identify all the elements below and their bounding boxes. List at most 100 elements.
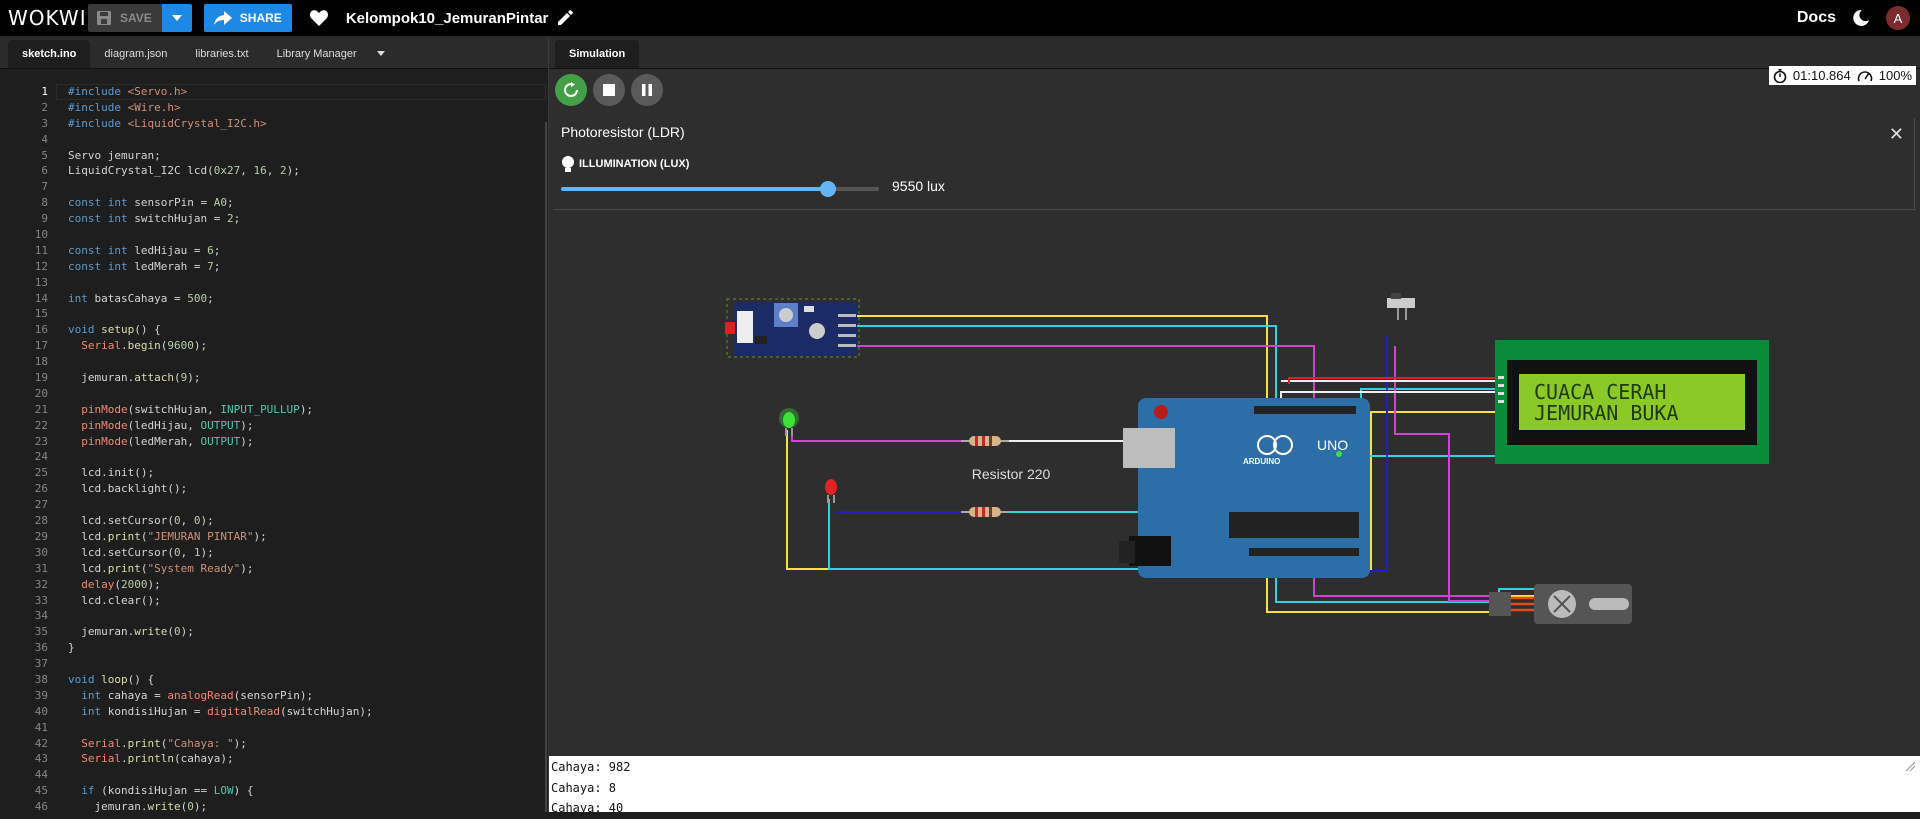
stop-button[interactable] — [593, 74, 625, 106]
code-line[interactable]: 19 jemuran.attach(9); — [0, 370, 548, 386]
code-line[interactable]: 28 lcd.setCursor(0, 0); — [0, 513, 548, 529]
dark-mode-icon[interactable] — [1852, 9, 1870, 27]
code-line[interactable]: 10 — [0, 227, 548, 243]
code-line[interactable]: 1#include <Servo.h> — [0, 84, 548, 100]
code-line[interactable]: 3#include <LiquidCrystal_I2C.h> — [0, 116, 548, 132]
line-number: 23 — [34, 434, 48, 448]
line-number: 1 — [41, 85, 48, 98]
save-options-button[interactable] — [161, 4, 192, 32]
speed-value: 100% — [1878, 68, 1912, 83]
code-line[interactable]: 2#include <Wire.h> — [0, 100, 548, 116]
tabs-menu-button[interactable] — [371, 40, 391, 68]
code-line[interactable]: 31 lcd.print("System Ready"); — [0, 561, 548, 577]
code-line[interactable]: 32 delay(2000); — [0, 577, 548, 593]
code-line[interactable]: 36} — [0, 640, 548, 656]
resize-handle-icon[interactable] — [1904, 760, 1916, 772]
code-line[interactable]: 33 lcd.clear(); — [0, 593, 548, 609]
code-line[interactable]: 4 — [0, 132, 548, 148]
share-button[interactable]: SHARE — [203, 4, 292, 32]
simulation-tabs: Simulation — [549, 36, 1920, 69]
tab-libraries-txt[interactable]: libraries.txt — [195, 48, 249, 60]
line-number: 16 — [34, 323, 48, 337]
code-line[interactable]: 23 pinMode(ledMerah, OUTPUT); — [0, 434, 548, 450]
slider-thumb[interactable] — [820, 181, 837, 197]
code-line[interactable]: 15 — [0, 306, 548, 322]
line-number: 18 — [34, 355, 48, 369]
code-line[interactable]: 30 lcd.setCursor(0, 1); — [0, 545, 548, 561]
code-line[interactable]: 7 — [0, 179, 548, 195]
panel-divider[interactable] — [548, 36, 549, 812]
pause-button[interactable] — [631, 74, 663, 106]
like-button[interactable] — [308, 7, 330, 29]
tab-diagram-json[interactable]: diagram.json — [104, 48, 168, 60]
code-line[interactable]: 26 lcd.backlight(); — [0, 481, 548, 497]
line-text: jemuran.write(0); — [68, 625, 194, 639]
code-line[interactable]: 39 int cahaya = analogRead(sensorPin); — [0, 688, 548, 704]
code-line[interactable]: 22 pinMode(ledHijau, OUTPUT); — [0, 418, 548, 434]
circuit-canvas[interactable]: Resistor 220 UNO ARDUINO — [549, 36, 1920, 756]
line-text: const int ledHijau = 6; — [68, 243, 221, 257]
illumination-slider[interactable] — [561, 181, 879, 197]
line-text: jemuran.write(0); — [68, 800, 208, 814]
stopwatch-icon — [1773, 68, 1787, 83]
code-line[interactable]: 17 Serial.begin(9600); — [0, 338, 548, 354]
avatar[interactable]: A — [1886, 6, 1910, 30]
line-text: lcd.setCursor(0, 0); — [68, 514, 214, 528]
code-line[interactable]: 29 lcd.print("JEMURAN PINTAR"); — [0, 529, 548, 545]
led-red[interactable] — [825, 479, 837, 503]
code-line[interactable]: 24 — [0, 449, 548, 465]
code-line[interactable]: 42 Serial.print("Cahaya: "); — [0, 736, 548, 752]
tab-library-manager[interactable]: Library Manager — [276, 48, 357, 60]
resistor-2[interactable] — [961, 507, 1009, 517]
code-line[interactable]: 34 — [0, 608, 548, 624]
wokwi-logo[interactable]: WOKWI — [8, 6, 87, 30]
serial-monitor[interactable]: Cahaya: 982 Cahaya: 8 Cahaya: 40 — [549, 756, 1920, 815]
arduino-uno[interactable]: UNO ARDUINO — [1119, 398, 1370, 578]
code-line[interactable]: 25 lcd.init(); — [0, 465, 548, 481]
code-line[interactable]: 46 jemuran.write(0); — [0, 799, 548, 815]
code-line[interactable]: 13 — [0, 275, 548, 291]
save-button[interactable]: SAVE — [88, 4, 162, 32]
tab-sketch-ino[interactable]: sketch.ino — [8, 40, 91, 68]
code-area[interactable]: 1#include <Servo.h>2#include <Wire.h>3#i… — [0, 84, 548, 815]
project-title[interactable]: Kelompok10_JemuranPintar — [345, 9, 549, 27]
close-icon[interactable]: ✕ — [1888, 124, 1904, 144]
code-line[interactable]: 43 Serial.println(cahaya); — [0, 751, 548, 767]
editor-tabs: sketch.ino diagram.json libraries.txt Li… — [0, 36, 548, 69]
code-line[interactable]: 21 pinMode(switchHujan, INPUT_PULLUP); — [0, 402, 548, 418]
docs-link[interactable]: Docs — [1796, 9, 1836, 26]
tab-simulation[interactable]: Simulation — [555, 40, 640, 68]
code-line[interactable]: 35 jemuran.write(0); — [0, 624, 548, 640]
restart-button[interactable] — [555, 74, 587, 106]
code-line[interactable]: 41 — [0, 720, 548, 736]
servo-motor[interactable] — [1489, 584, 1632, 624]
editor-scrollbar[interactable] — [545, 122, 547, 812]
led-green[interactable] — [779, 408, 799, 436]
line-text — [48, 227, 68, 243]
pencil-icon[interactable] — [556, 9, 574, 27]
line-text: } — [68, 641, 75, 655]
code-line[interactable]: 45 if (kondisiHujan == LOW) { — [0, 783, 548, 799]
code-line[interactable]: 37 — [0, 656, 548, 672]
line-number: 20 — [34, 386, 48, 400]
code-line[interactable]: 44 — [0, 767, 548, 783]
code-line[interactable]: 40 int kondisiHujan = digitalRead(switch… — [0, 704, 548, 720]
ldr-module[interactable] — [725, 298, 860, 358]
line-text: lcd.backlight(); — [68, 482, 188, 496]
line-text — [48, 306, 68, 322]
resistor-1[interactable] — [961, 436, 1009, 446]
code-line[interactable]: 20 — [0, 386, 548, 402]
code-line[interactable]: 18 — [0, 354, 548, 370]
uno-label: UNO — [1317, 437, 1348, 453]
code-line[interactable]: 27 — [0, 497, 548, 513]
rain-switch[interactable] — [1387, 293, 1415, 320]
